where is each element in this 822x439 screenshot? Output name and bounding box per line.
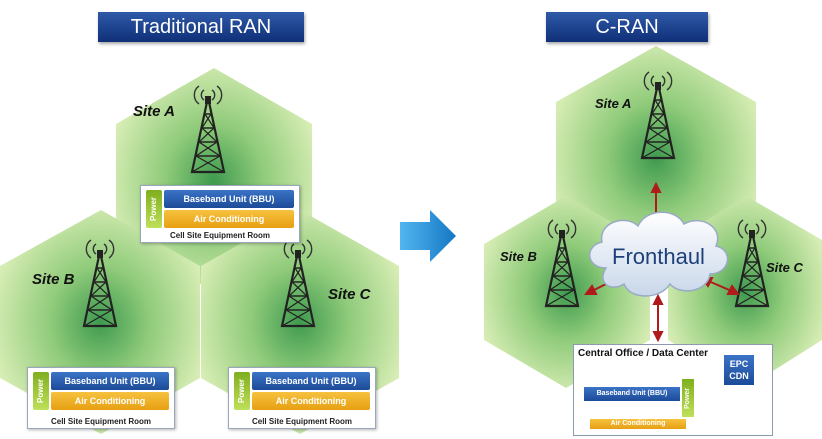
site-c-label: Site C <box>328 286 371 303</box>
fronthaul-cloud-icon <box>589 211 729 297</box>
cran-site-b-label: Site B <box>500 249 537 264</box>
bbu-block: Baseband Unit (BBU) <box>164 190 294 208</box>
equipment-room-label: Cell Site Equipment Room <box>50 417 151 426</box>
air-conditioning-block: Air Conditioning <box>164 210 294 228</box>
equipment-room-site-c: Power Supply Baseband Unit (BBU) Air Con… <box>228 367 376 429</box>
equipment-room-label: Cell Site Equipment Room <box>169 231 270 240</box>
equipment-room-site-a: Power Supply Baseband Unit (BBU) Air Con… <box>140 185 300 243</box>
power-supply-block: Power Supply <box>33 372 61 410</box>
bbu-block: Baseband Unit (BBU) <box>252 372 370 390</box>
traditional-ran-title: Traditional RAN <box>98 12 304 42</box>
air-conditioning-block: Air Conditioning <box>51 392 169 410</box>
epc-label: EPC <box>729 359 749 369</box>
site-a-label: Site A <box>133 103 175 120</box>
equipment-room-site-b: Power Supply Baseband Unit (BBU) Air Con… <box>27 367 175 429</box>
cran-site-c-label: Site C <box>766 260 803 275</box>
bbu-block: Baseband Unit (BBU) <box>51 372 169 390</box>
fronthaul-label: Fronthaul <box>612 244 705 269</box>
epc-cdn-badge: EPC CDN <box>724 355 754 385</box>
central-air-conditioning-block: Air Conditioning <box>590 419 686 429</box>
central-office-title: Central Office / Data Center <box>578 348 709 359</box>
cdn-label: CDN <box>729 371 749 381</box>
transition-arrow-icon <box>400 210 456 262</box>
equipment-room-label: Cell Site Equipment Room <box>251 417 352 426</box>
cran-site-a-label: Site A <box>595 96 632 111</box>
central-office-box: Central Office / Data Center EPC CDN Bas… <box>573 344 773 436</box>
central-power-supply-block: Power Supply <box>682 379 703 417</box>
air-conditioning-block: Air Conditioning <box>252 392 370 410</box>
central-bbu-block: Baseband Unit (BBU) <box>584 387 680 401</box>
cran-title: C-RAN <box>546 12 708 42</box>
power-supply-block: Power Supply <box>234 372 262 410</box>
power-supply-block: Power Supply <box>146 190 174 228</box>
site-b-label: Site B <box>32 271 75 288</box>
